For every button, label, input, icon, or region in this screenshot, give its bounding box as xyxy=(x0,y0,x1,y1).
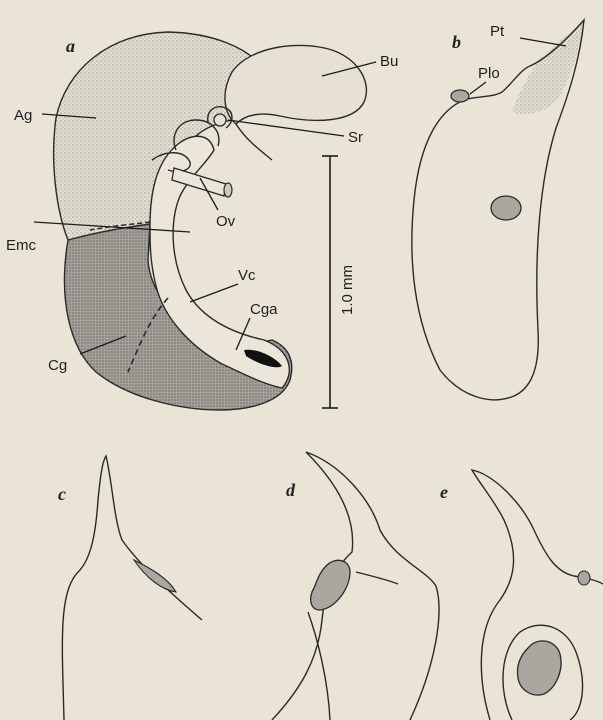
label-bu: Bu xyxy=(380,53,398,70)
panel-c-letter: c xyxy=(58,484,66,504)
label-emc: Emc xyxy=(6,237,37,254)
panel-e-small-opening xyxy=(578,571,590,585)
panel-b-letter: b xyxy=(452,32,461,52)
panel-d-letter: d xyxy=(286,480,296,500)
label-sr: Sr xyxy=(348,129,363,146)
leader-vc xyxy=(190,284,238,302)
seminal-receptacle xyxy=(214,114,226,126)
panel-e: e xyxy=(440,470,603,720)
panel-e-letter: e xyxy=(440,482,448,502)
panel-b: b Pt Plo xyxy=(412,20,584,400)
panel-d-fold-line xyxy=(356,572,398,584)
panel-b-central-opening xyxy=(491,196,521,220)
panel-c: c xyxy=(58,456,202,720)
scale-bar: 1.0 mm xyxy=(322,156,356,408)
panel-d: d xyxy=(272,452,439,720)
panel-e-opening xyxy=(517,641,561,695)
leader-sr xyxy=(228,120,344,136)
label-cg: Cg xyxy=(48,357,67,374)
panel-c-outline xyxy=(62,456,202,720)
scale-bar-label: 1.0 mm xyxy=(339,265,356,315)
plo-opening xyxy=(451,90,469,102)
bursa-duct xyxy=(236,124,272,160)
panel-a: a Ag Bu Sr Ov xyxy=(6,32,398,410)
panel-d-inner-line xyxy=(308,612,330,720)
oviduct-opening xyxy=(224,183,232,197)
panel-a-letter: a xyxy=(66,36,75,56)
leader-plo xyxy=(470,82,486,94)
panel-d-opening xyxy=(311,560,350,610)
label-pt: Pt xyxy=(490,23,505,40)
penis-tip-shaded xyxy=(512,20,584,114)
label-ov: Ov xyxy=(216,213,236,230)
label-plo: Plo xyxy=(478,65,500,82)
label-ag: Ag xyxy=(14,107,32,124)
panel-c-slit xyxy=(134,560,176,592)
panel-d-outline xyxy=(272,452,439,720)
label-cga: Cga xyxy=(250,301,278,318)
label-vc: Vc xyxy=(238,267,256,284)
